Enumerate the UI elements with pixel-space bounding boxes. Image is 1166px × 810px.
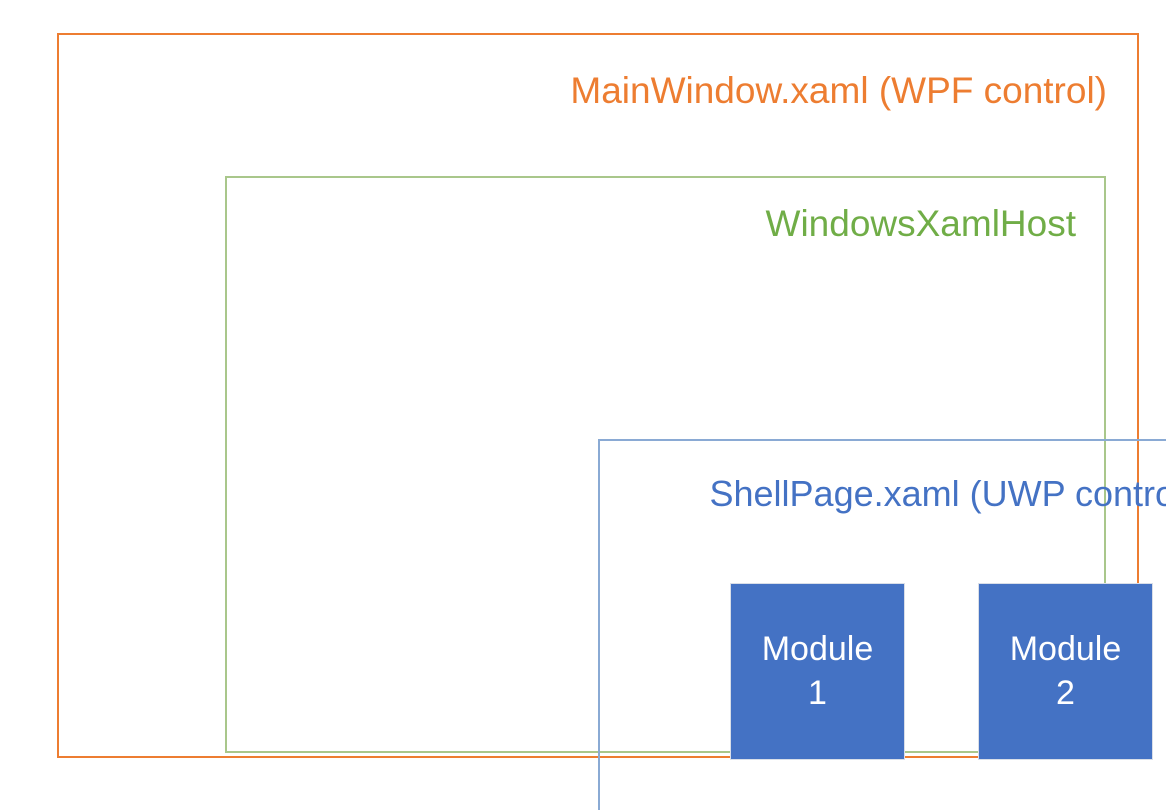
- mainwindow-container: MainWindow.xaml (WPF control) WindowsXam…: [57, 33, 1166, 810]
- windowsxamlhost-label: WindowsXamlHost: [765, 203, 1076, 244]
- mainwindow-label: MainWindow.xaml (WPF control): [570, 70, 1107, 111]
- windowsxamlhost-container: WindowsXamlHost ShellPage.xaml (UWP cont…: [225, 176, 1166, 810]
- shellpage-label: ShellPage.xaml (UWP control): [709, 473, 1166, 514]
